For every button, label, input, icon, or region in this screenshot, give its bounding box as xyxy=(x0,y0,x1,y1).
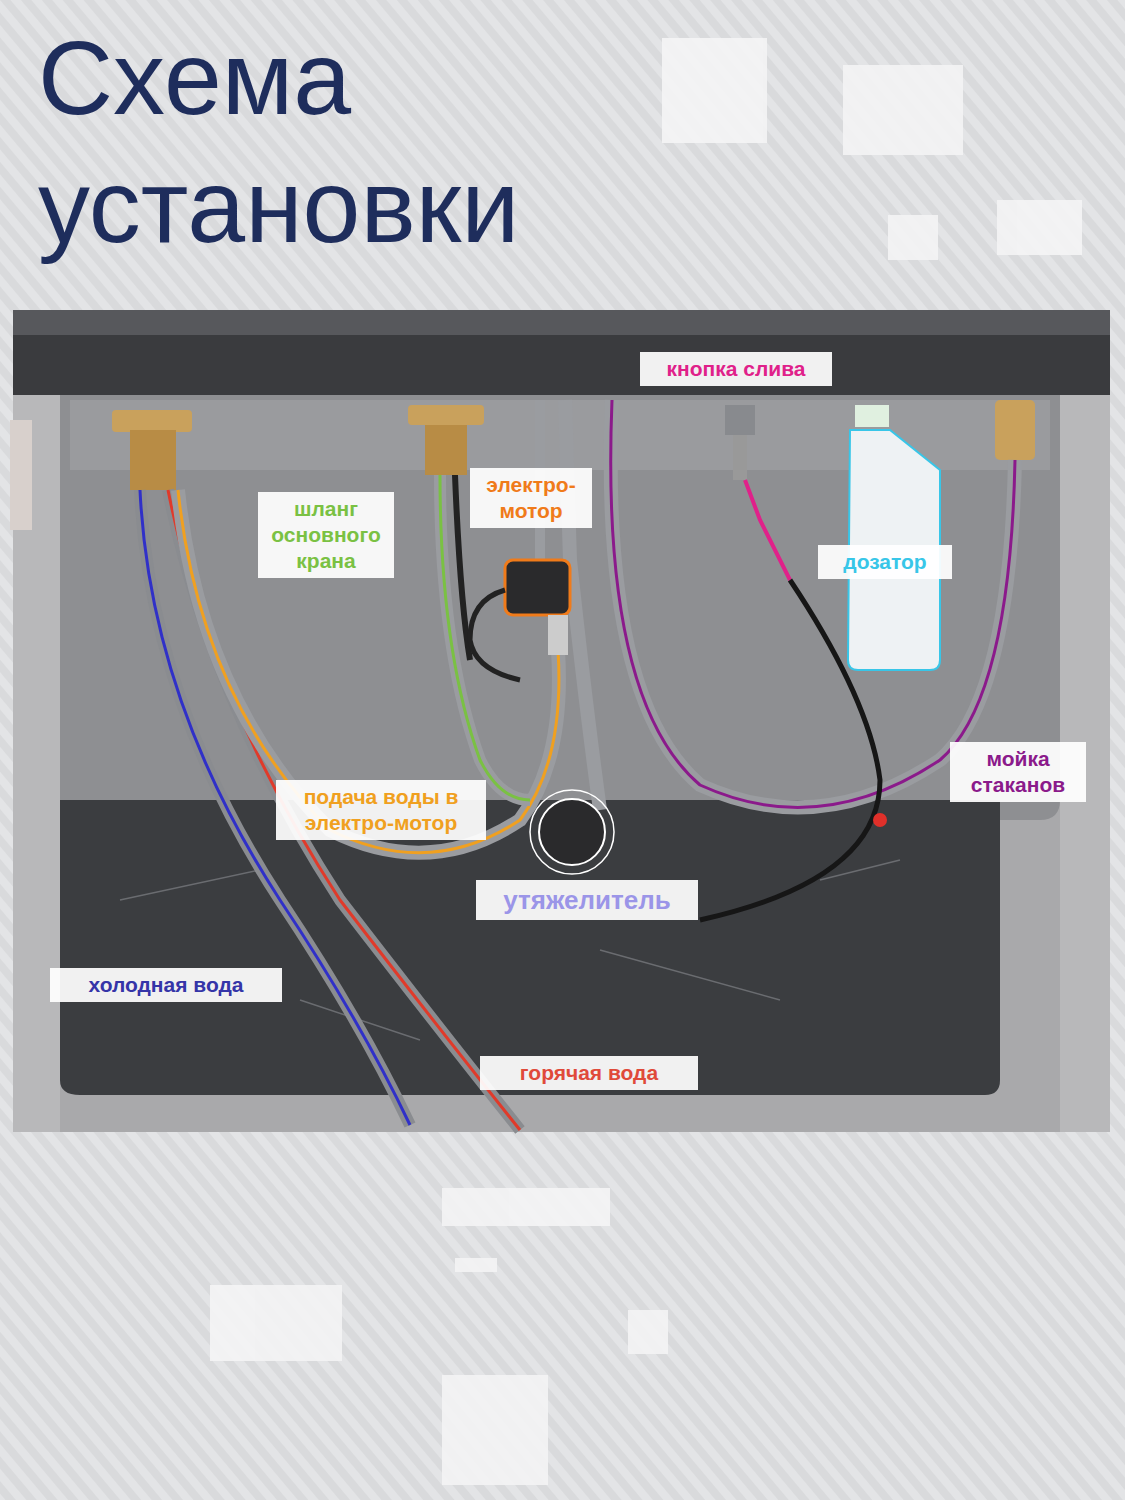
callout-label: мойка стаканов xyxy=(950,742,1086,802)
callout-label: дозатор xyxy=(818,545,952,579)
page-title: Схема установки xyxy=(38,14,738,270)
callout-label: холодная вода xyxy=(50,968,282,1002)
callout-label: утяжелитель xyxy=(476,880,698,920)
callout-label: электро-мотор xyxy=(470,468,592,528)
callout-label: шланг основного крана xyxy=(258,492,394,578)
callout-label: горячая вода xyxy=(480,1056,698,1090)
callout-label: кнопка слива xyxy=(640,352,832,386)
callout-label: подача воды в электро-мотор xyxy=(276,780,486,840)
